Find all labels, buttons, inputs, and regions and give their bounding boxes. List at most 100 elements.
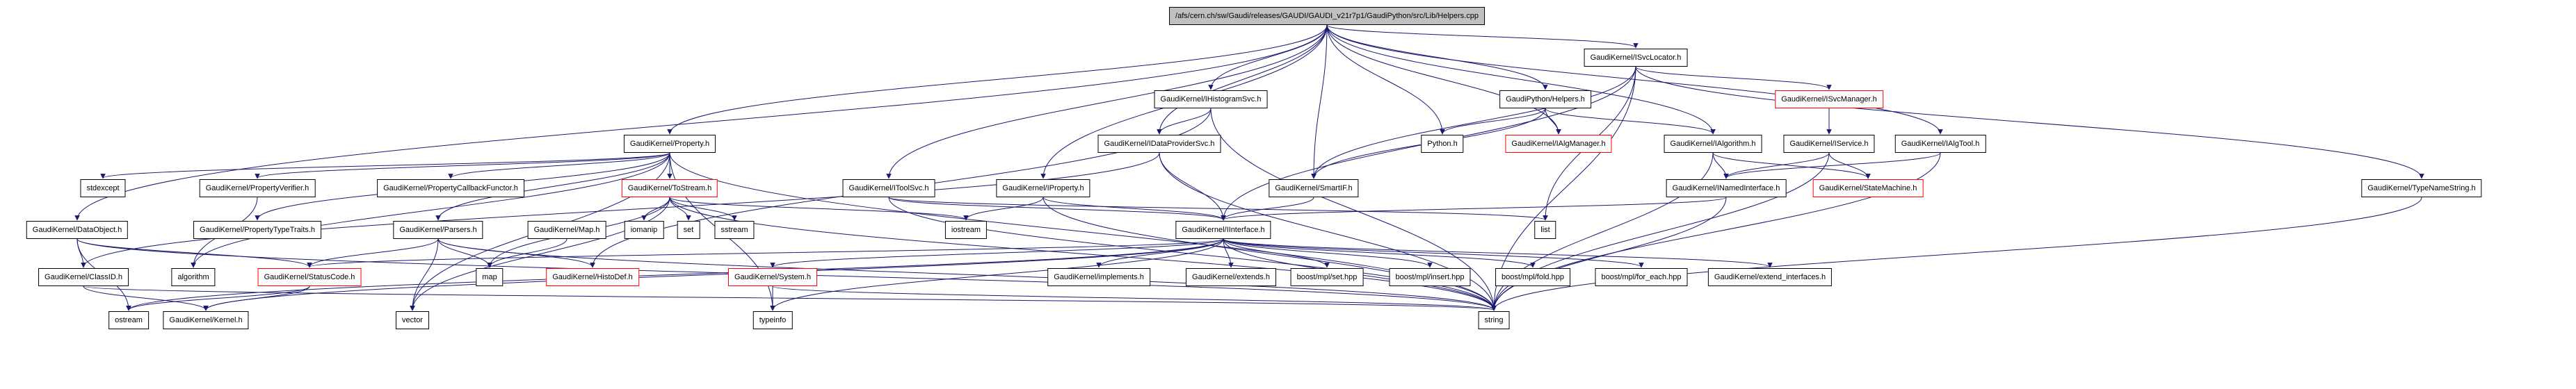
graph-node-inamedinterface[interactable]: GaudiKernel/INamedInterface.h bbox=[1666, 179, 1787, 197]
include-edge bbox=[1440, 108, 1546, 135]
graph-node-mpl_fold: boost/mpl/fold.hpp bbox=[1495, 268, 1570, 286]
graph-node-parsers[interactable]: GaudiKernel/Parsers.h bbox=[393, 221, 483, 239]
include-edge bbox=[1326, 24, 1639, 49]
graph-node-map: map bbox=[476, 268, 504, 286]
graph-node-typeinfo: typeinfo bbox=[752, 311, 793, 329]
graph-node-propertytypetraits[interactable]: GaudiKernel/PropertyTypeTraits.h bbox=[193, 221, 321, 239]
include-edge bbox=[126, 238, 1224, 311]
graph-node-iservice[interactable]: GaudiKernel/IService.h bbox=[1783, 135, 1875, 153]
include-edge bbox=[307, 238, 439, 268]
include-edge bbox=[1326, 24, 1548, 90]
graph-node-isvclocator[interactable]: GaudiKernel/ISvcLocator.h bbox=[1584, 49, 1688, 67]
include-edge bbox=[410, 197, 670, 311]
graph-node-helpers_h[interactable]: GaudiPython/Helpers.h bbox=[1499, 90, 1591, 108]
include-edge bbox=[669, 197, 1497, 311]
graph-node-histodef[interactable]: GaudiKernel/HistoDef.h bbox=[546, 268, 639, 286]
include-edge bbox=[83, 285, 209, 311]
graph-node-kernel[interactable]: GaudiKernel/Kernel.h bbox=[163, 311, 249, 329]
graph-node-ihistogramsvc[interactable]: GaudiKernel/IHistogramSvc.h bbox=[1154, 90, 1268, 108]
include-edge bbox=[1545, 108, 1561, 135]
include-edge bbox=[1159, 152, 1226, 221]
graph-node-tostream[interactable]: GaudiKernel/ToStream.h bbox=[621, 179, 718, 197]
graph-node-mpl_foreach: boost/mpl/for_each.hpp bbox=[1595, 268, 1688, 286]
include-edge bbox=[888, 197, 1548, 221]
include-edge bbox=[770, 238, 1224, 311]
include-edge bbox=[437, 238, 1497, 311]
include-edge bbox=[1635, 66, 1832, 90]
include-edge bbox=[1043, 197, 1497, 311]
include-edge bbox=[1159, 152, 1497, 311]
include-edge bbox=[307, 238, 1224, 268]
include-edge bbox=[1635, 66, 2424, 179]
include-edge bbox=[1491, 152, 1714, 311]
include-edge bbox=[888, 197, 1497, 311]
graph-node-smartif[interactable]: GaudiKernel/SmartIF.h bbox=[1269, 179, 1359, 197]
include-edge bbox=[1311, 66, 1636, 179]
include-edge bbox=[77, 238, 86, 268]
include-edge bbox=[203, 285, 310, 311]
include-edge bbox=[669, 152, 1497, 311]
include-edge bbox=[1326, 24, 1561, 135]
include-edge bbox=[437, 238, 492, 268]
include-edge bbox=[1223, 238, 1234, 268]
include-edge bbox=[886, 24, 1328, 179]
graph-node-sstream: sstream bbox=[714, 221, 755, 239]
include-edge bbox=[1223, 238, 1330, 268]
include-edge bbox=[772, 285, 1497, 311]
graph-node-system[interactable]: GaudiKernel/System.h bbox=[727, 268, 818, 286]
include-edge bbox=[1223, 238, 1536, 268]
graph-node-propertycallbackfunctor[interactable]: GaudiKernel/PropertyCallbackFunctor.h bbox=[377, 179, 524, 197]
include-edge bbox=[1157, 108, 1211, 135]
include-edge bbox=[1043, 197, 1226, 221]
include-edge bbox=[74, 24, 1328, 221]
graph-node-root: /afs/cern.ch/sw/Gaudi/releases/GAUDI/GAU… bbox=[1169, 7, 1485, 25]
graph-node-set: set bbox=[677, 221, 700, 239]
graph-node-idataprovidersvc[interactable]: GaudiKernel/IDataProviderSvc.h bbox=[1097, 135, 1221, 153]
graph-node-ialgtool[interactable]: GaudiKernel/IAlgTool.h bbox=[1894, 135, 1986, 153]
graph-node-implements[interactable]: GaudiKernel/implements.h bbox=[1047, 268, 1150, 286]
include-edge bbox=[255, 152, 670, 179]
graph-node-isvcmanager[interactable]: GaudiKernel/ISvcManager.h bbox=[1775, 90, 1883, 108]
graph-node-extends[interactable]: GaudiKernel/extends.h bbox=[1186, 268, 1276, 286]
graph-node-iproperty[interactable]: GaudiKernel/IProperty.h bbox=[996, 179, 1090, 197]
include-edge bbox=[1223, 238, 1433, 268]
graph-node-classid[interactable]: GaudiKernel/ClassID.h bbox=[38, 268, 129, 286]
include-edge bbox=[1326, 24, 1445, 135]
include-edge bbox=[435, 152, 670, 221]
include-edge bbox=[1223, 238, 1644, 268]
graph-node-propertyverifier[interactable]: GaudiKernel/PropertyVerifier.h bbox=[199, 179, 316, 197]
graph-node-iomanip: iomanip bbox=[624, 221, 664, 239]
include-edge bbox=[1210, 108, 1497, 311]
graph-node-algorithm: algorithm bbox=[171, 268, 216, 286]
graph-node-vector: vector bbox=[396, 311, 429, 329]
include-edge bbox=[100, 152, 670, 179]
include-edge bbox=[888, 197, 1226, 221]
include-edge bbox=[667, 24, 1328, 135]
graph-node-typenamestring[interactable]: GaudiKernel/TypeNameString.h bbox=[2361, 179, 2482, 197]
graph-node-iinterface[interactable]: GaudiKernel/IInterface.h bbox=[1175, 221, 1271, 239]
graph-node-stdexcept: stdexcept bbox=[80, 179, 126, 197]
include-edge bbox=[191, 152, 670, 268]
include-edge bbox=[448, 152, 670, 179]
graph-node-dataobject[interactable]: GaudiKernel/DataObject.h bbox=[26, 221, 129, 239]
graph-node-mpl_set: boost/mpl/set.hpp bbox=[1290, 268, 1364, 286]
include-edge bbox=[1223, 238, 1773, 268]
graph-node-property[interactable]: GaudiKernel/Property.h bbox=[623, 135, 716, 153]
include-edge bbox=[1723, 152, 1830, 179]
graph-node-itoolsvc[interactable]: GaudiKernel/IToolSvc.h bbox=[842, 179, 935, 197]
graph-node-ialgorithm[interactable]: GaudiKernel/IAlgorithm.h bbox=[1664, 135, 1762, 153]
include-edge bbox=[1723, 152, 1941, 179]
graph-node-map_h[interactable]: GaudiKernel/Map.h bbox=[527, 221, 606, 239]
graph-node-python: Python.h bbox=[1421, 135, 1464, 153]
include-edge bbox=[1326, 24, 1716, 135]
include-edge bbox=[669, 197, 969, 221]
graph-node-iostream: iostream bbox=[944, 221, 988, 239]
graph-node-statuscode[interactable]: GaudiKernel/StatusCode.h bbox=[257, 268, 362, 286]
include-edge bbox=[1157, 24, 1328, 135]
graph-node-ialgmanager[interactable]: GaudiKernel/IAlgManager.h bbox=[1505, 135, 1612, 153]
include-edge bbox=[410, 238, 439, 311]
graph-node-statemachine[interactable]: GaudiKernel/StateMachine.h bbox=[1812, 179, 1924, 197]
include-edge bbox=[1326, 24, 1943, 135]
graph-node-extend_interfaces[interactable]: GaudiKernel/extend_interfaces.h bbox=[1707, 268, 1833, 286]
